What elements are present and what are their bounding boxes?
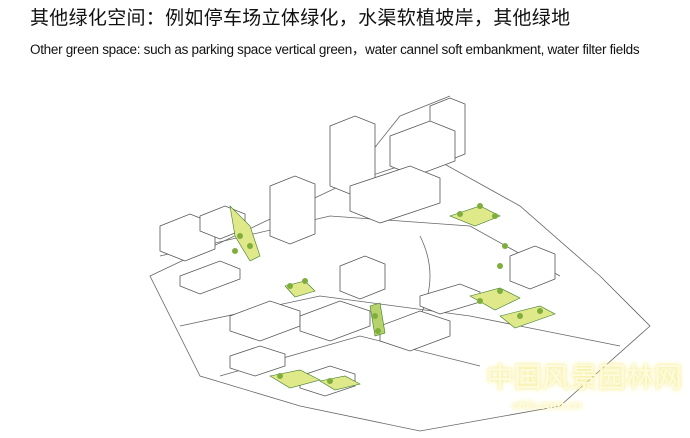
watermark: 中国风景园林网 chla.com.cn [486,361,683,413]
page-title: 其他绿化空间：例如停车场立体绿化，水渠软植坡岸，其他绿地 [30,7,571,29]
page-subtitle: Other green space: such as parking space… [30,42,640,57]
urban-green-space-sketch [149,95,651,432]
watermark-logo: 中国风景园林网 [486,361,683,394]
trees [232,203,543,384]
watermark-url: chla.com.cn [512,398,582,412]
buildings [159,97,556,397]
